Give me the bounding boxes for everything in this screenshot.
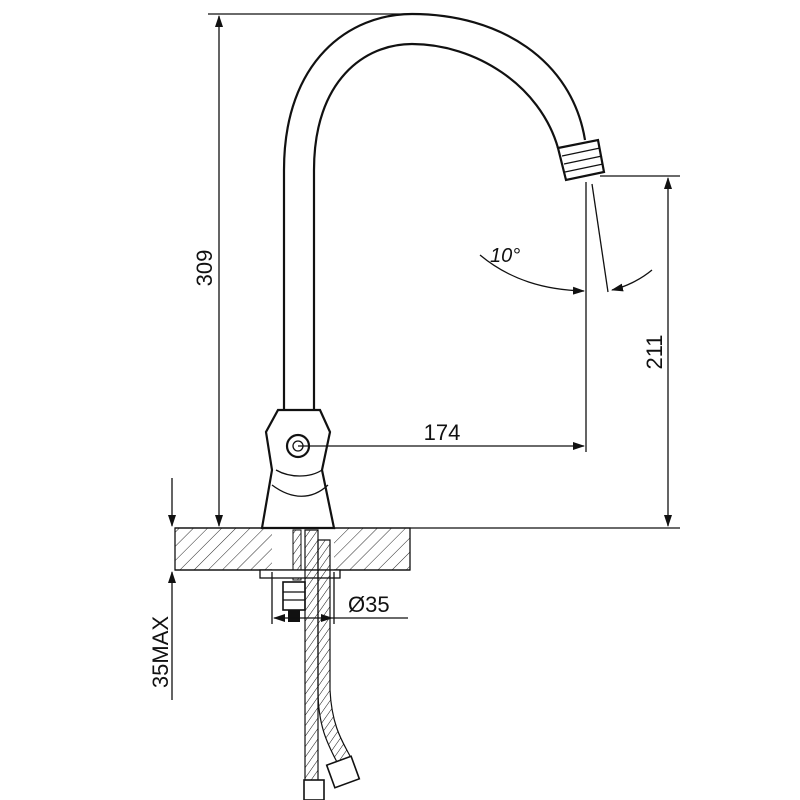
reach-label: 174	[424, 420, 461, 445]
dimension-spout-height: 211	[410, 175, 680, 529]
height-spout-label: 211	[642, 334, 667, 369]
dimension-diameter: Ø35	[271, 572, 408, 624]
diameter-label: Ø35	[348, 592, 390, 617]
max-thickness-label: 35MAX	[148, 616, 173, 688]
height-total-label: 309	[192, 250, 217, 287]
dimension-angle: 10°	[479, 183, 653, 295]
faucet-spout	[282, 12, 606, 410]
dimension-max-thickness: 35MAX	[148, 478, 176, 700]
angle-label: 10°	[490, 245, 520, 267]
mounting-assembly	[259, 529, 361, 800]
dimension-total-height: 309	[192, 13, 412, 527]
dimension-reach: 174	[298, 182, 587, 452]
faucet-body	[260, 408, 336, 530]
